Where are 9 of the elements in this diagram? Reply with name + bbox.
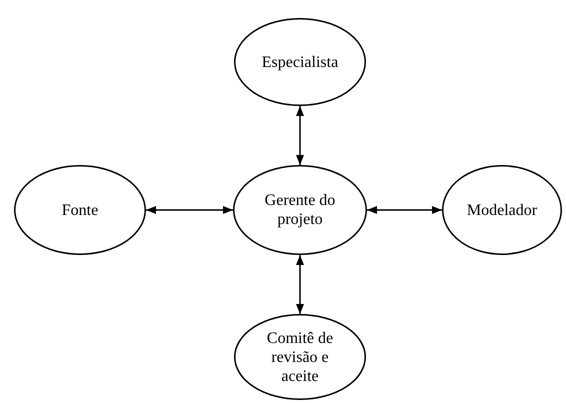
node-label: Especialista [262,52,338,72]
node-label: Gerente do projeto [264,191,336,229]
double-arrow [296,255,304,314]
node-label: Fonte [62,200,98,220]
double-arrow [367,206,442,214]
double-arrow [146,206,233,214]
node-label: Modelador [466,200,538,220]
node-label: Comitê de revisão e aceite [266,328,334,386]
double-arrow [296,106,304,165]
